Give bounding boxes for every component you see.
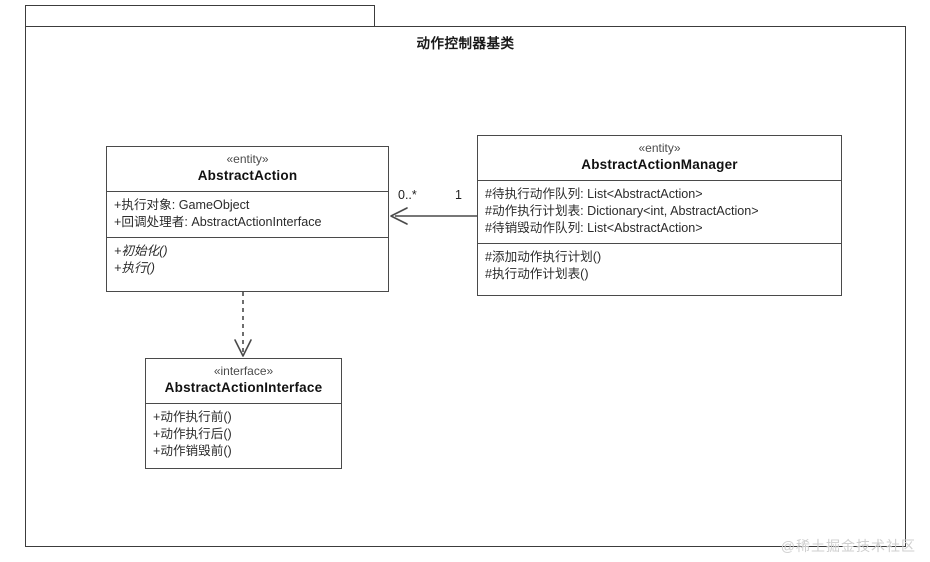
class-box-abstract-action-interface[interactable]: «interface» AbstractActionInterface +动作执… [145,358,342,469]
class-operations-abstract-action-manager: #添加动作执行计划() #执行动作计划表() [478,244,841,289]
class-name: AbstractActionInterface [164,380,323,395]
multiplicity-source: 1 [455,188,462,202]
package-tab [25,5,375,27]
multiplicity-target: 0..* [398,188,417,202]
class-name: AbstractAction [197,168,298,183]
watermark: @稀土掘金技术社区 [780,538,916,554]
operation-row: #添加动作执行计划() [485,250,602,264]
class-stereotype: «entity» [226,152,269,166]
class-header-abstract-action-interface: «interface» AbstractActionInterface [146,359,341,404]
attribute-row: #待销毁动作队列: List<AbstractAction> [485,221,703,235]
class-attributes-abstract-action: +执行对象: GameObject +回调处理者: AbstractAction… [107,192,388,238]
class-operations-abstract-action: +初始化() +执行() [107,238,388,283]
operation-row: +动作执行后() [153,427,232,441]
class-operations-abstract-action-interface: +动作执行前() +动作执行后() +动作销毁前() [146,404,341,466]
realization-action-to-interface [234,292,252,357]
attribute-row: +执行对象: GameObject [114,198,250,212]
operation-row: +动作销毁前() [153,444,232,458]
class-header-abstract-action: «entity» AbstractAction [107,147,388,192]
class-stereotype: «interface» [213,364,274,378]
class-box-abstract-action[interactable]: «entity» AbstractAction +执行对象: GameObjec… [106,146,389,292]
attribute-row: #动作执行计划表: Dictionary<int, AbstractAction… [485,204,759,218]
class-header-abstract-action-manager: «entity» AbstractActionManager [478,136,841,181]
class-attributes-abstract-action-manager: #待执行动作队列: List<AbstractAction> #动作执行计划表:… [478,181,841,244]
attribute-row: +回调处理者: AbstractActionInterface [114,215,322,229]
operation-row: +初始化() [114,244,168,258]
operation-row: +执行() [114,261,155,275]
operation-row: #执行动作计划表() [485,267,589,281]
package-title: 动作控制器基类 [416,36,515,51]
class-stereotype: «entity» [638,141,681,155]
class-name: AbstractActionManager [581,157,738,172]
association-manager-to-action [390,207,477,225]
attribute-row: #待执行动作队列: List<AbstractAction> [485,187,703,201]
operation-row: +动作执行前() [153,410,232,424]
class-box-abstract-action-manager[interactable]: «entity» AbstractActionManager #待执行动作队列:… [477,135,842,296]
